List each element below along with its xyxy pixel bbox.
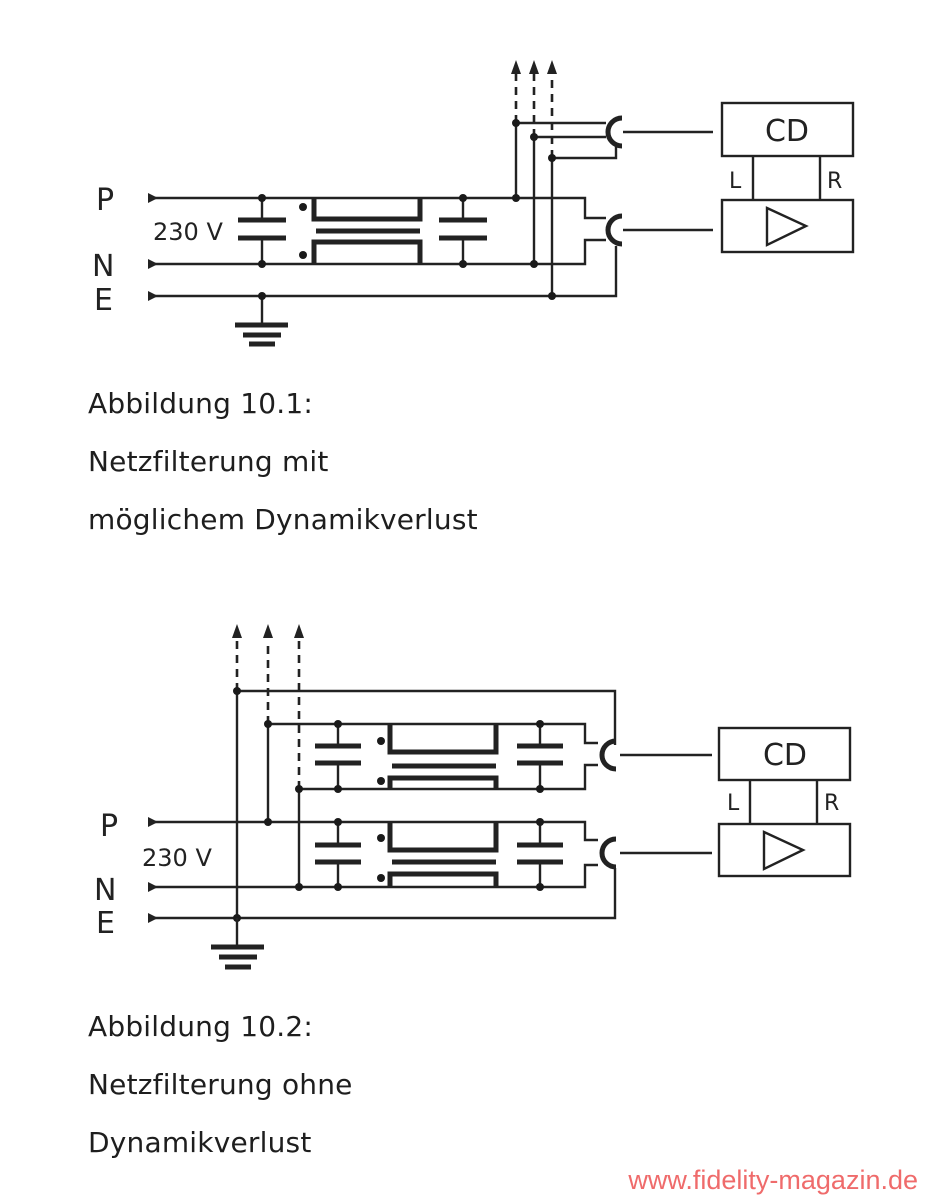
- figure-1-schematic: P N E 230 V: [92, 60, 855, 347]
- fig2-label-n: N: [94, 873, 116, 908]
- fig2-label-e: E: [96, 906, 115, 941]
- fig2-label-p: P: [100, 809, 118, 844]
- fig2-amplifier-box: [717, 822, 852, 878]
- fig1-capacitor-1: [238, 194, 286, 268]
- fig1-socket-1: [605, 115, 623, 149]
- fig1-label-p: P: [96, 183, 114, 218]
- fig2-e-line: [150, 868, 617, 920]
- figure-1-caption: Abbildung 10.1: Netzfilterung mit möglic…: [88, 375, 478, 549]
- watermark-link[interactable]: www.fidelity-magazin.de: [628, 1165, 918, 1195]
- fig2-upper-filter: [315, 720, 563, 793]
- fig1-cd-label: CD: [765, 114, 809, 149]
- fig1-p-line: [150, 196, 606, 220]
- amplifier-icon: [765, 206, 809, 247]
- fig1-label-n: N: [92, 249, 114, 284]
- fig1-label-e: E: [94, 283, 113, 318]
- amplifier-icon: [762, 830, 806, 871]
- fig1-common-mode-choke: [299, 198, 423, 264]
- fig2-channel-l: L: [727, 791, 740, 816]
- fig2-n-line: [150, 863, 598, 889]
- caption-line: Netzfilterung ohne: [88, 1068, 353, 1101]
- fig1-capacitor-2: [439, 194, 487, 268]
- fig1-unfiltered-taps: [511, 60, 618, 300]
- fig1-cd-player-box: [720, 101, 855, 158]
- fig2-cd-label: CD: [763, 738, 807, 773]
- fig2-p-tap-line: [266, 722, 598, 822]
- fig1-n-line: [150, 238, 606, 266]
- fig2-ground-symbol: [211, 918, 264, 970]
- fig1-channel-l: L: [729, 169, 742, 194]
- fig2-socket-2: [599, 836, 617, 870]
- figure-2-caption: Abbildung 10.2: Netzfilterung ohne Dynam…: [88, 998, 353, 1172]
- caption-line: Dynamikverlust: [88, 1126, 312, 1159]
- fig1-amplifier-box: [720, 198, 855, 254]
- fig2-lower-filter: [315, 818, 563, 891]
- fig1-interconnect: [751, 156, 822, 200]
- fig1-socket-2: [605, 213, 623, 247]
- fig2-voltage-label: 230 V: [142, 844, 212, 872]
- figure-2-schematic: P N E 230 V: [94, 624, 852, 970]
- fig2-n-tap-line: [297, 763, 598, 887]
- caption-line: Abbildung 10.1:: [88, 387, 313, 420]
- fig2-channel-r: R: [824, 791, 839, 816]
- caption-line: Abbildung 10.2:: [88, 1010, 313, 1043]
- fig1-voltage-label: 230 V: [153, 218, 223, 246]
- caption-line: Netzfilterung mit: [88, 445, 329, 478]
- fig2-cd-player-box: [717, 726, 852, 782]
- fig2-e-top-line: [235, 689, 617, 918]
- fig1-e-line: [150, 246, 618, 298]
- fig2-socket-1: [599, 738, 617, 772]
- fig2-unfiltered-taps: [232, 624, 304, 922]
- fig1-channel-r: R: [827, 169, 842, 194]
- caption-line: möglichem Dynamikverlust: [88, 503, 478, 536]
- fig1-ground-symbol: [235, 292, 288, 347]
- fig2-interconnect: [748, 780, 819, 824]
- fig2-p-line: [150, 820, 598, 842]
